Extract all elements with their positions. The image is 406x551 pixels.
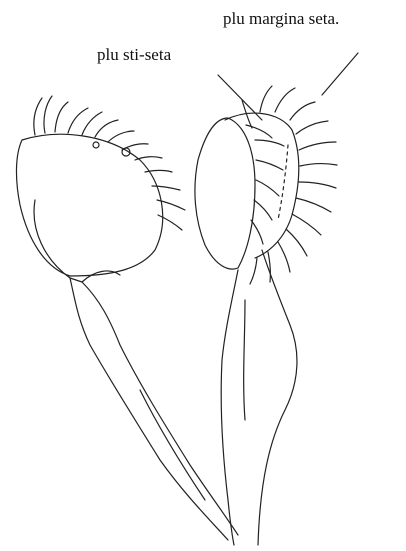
- right-bristle: [299, 182, 336, 188]
- left-bristle: [44, 96, 52, 133]
- left-bristle: [157, 200, 185, 210]
- right-trap-bristles: [242, 86, 337, 284]
- right-stem-outline: [258, 250, 297, 545]
- left-stem-vein: [140, 390, 205, 500]
- left-bristle: [122, 144, 148, 150]
- left-trap-lobe: [16, 134, 162, 276]
- right-bristle: [286, 229, 307, 256]
- right-bristle: [250, 258, 257, 284]
- right-bristle: [290, 102, 315, 120]
- right-stem: [221, 270, 238, 545]
- trigger-hair-label: plu sti-seta: [97, 45, 171, 65]
- right-bristle: [275, 88, 295, 112]
- right-trap-front-lobe: [195, 118, 255, 269]
- right-bristle: [300, 164, 337, 166]
- right-stem-vein: [244, 300, 245, 420]
- right-bristle: [256, 180, 279, 196]
- right-bristle: [255, 140, 284, 146]
- left-bristle: [108, 131, 134, 142]
- right-bristle: [254, 200, 272, 220]
- left-bristle: [34, 98, 42, 135]
- right-trap-back-lobe: [225, 113, 299, 258]
- right-bristle: [260, 86, 272, 112]
- margin-bristle-leader: [322, 53, 358, 95]
- left-bristle: [152, 186, 180, 190]
- right-bristle: [296, 198, 331, 212]
- left-stem: [70, 278, 228, 540]
- left-bristle: [145, 171, 172, 173]
- left-gland-dot: [93, 142, 99, 148]
- left-petiole-wing: [34, 200, 120, 282]
- right-bristle: [256, 160, 283, 170]
- right-trigger-hair-dashes: [278, 145, 288, 220]
- trigger-hair-leader: [218, 75, 262, 120]
- right-bristle: [292, 214, 321, 235]
- margin-bristle-label: plu margina seta.: [223, 9, 339, 29]
- right-bristle: [246, 125, 272, 138]
- right-bristle: [296, 121, 328, 134]
- right-bristle: [251, 220, 263, 244]
- right-bristle: [299, 142, 336, 150]
- left-stem-outline: [82, 282, 238, 535]
- right-bristle: [278, 242, 290, 272]
- left-bristle: [55, 102, 68, 132]
- left-bristle: [95, 120, 118, 137]
